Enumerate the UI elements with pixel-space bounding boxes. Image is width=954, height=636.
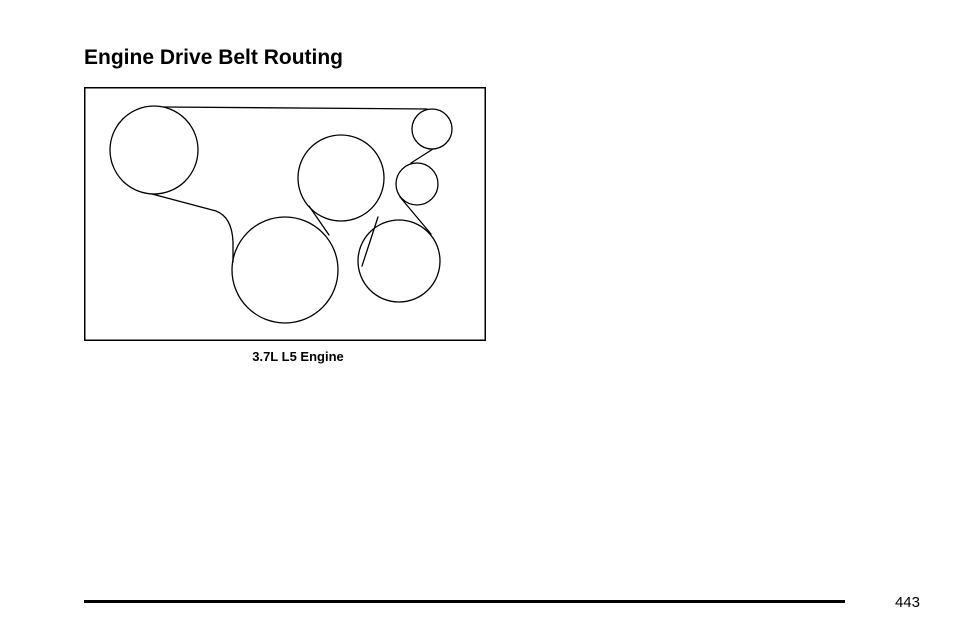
diagram-frame [85,88,486,341]
footer-rule [84,600,845,603]
page-number: 443 [870,594,920,612]
page-title: Engine Drive Belt Routing [84,44,343,72]
figure-caption: 3.7L L5 Engine [84,348,512,366]
belt-routing-diagram [84,87,486,341]
